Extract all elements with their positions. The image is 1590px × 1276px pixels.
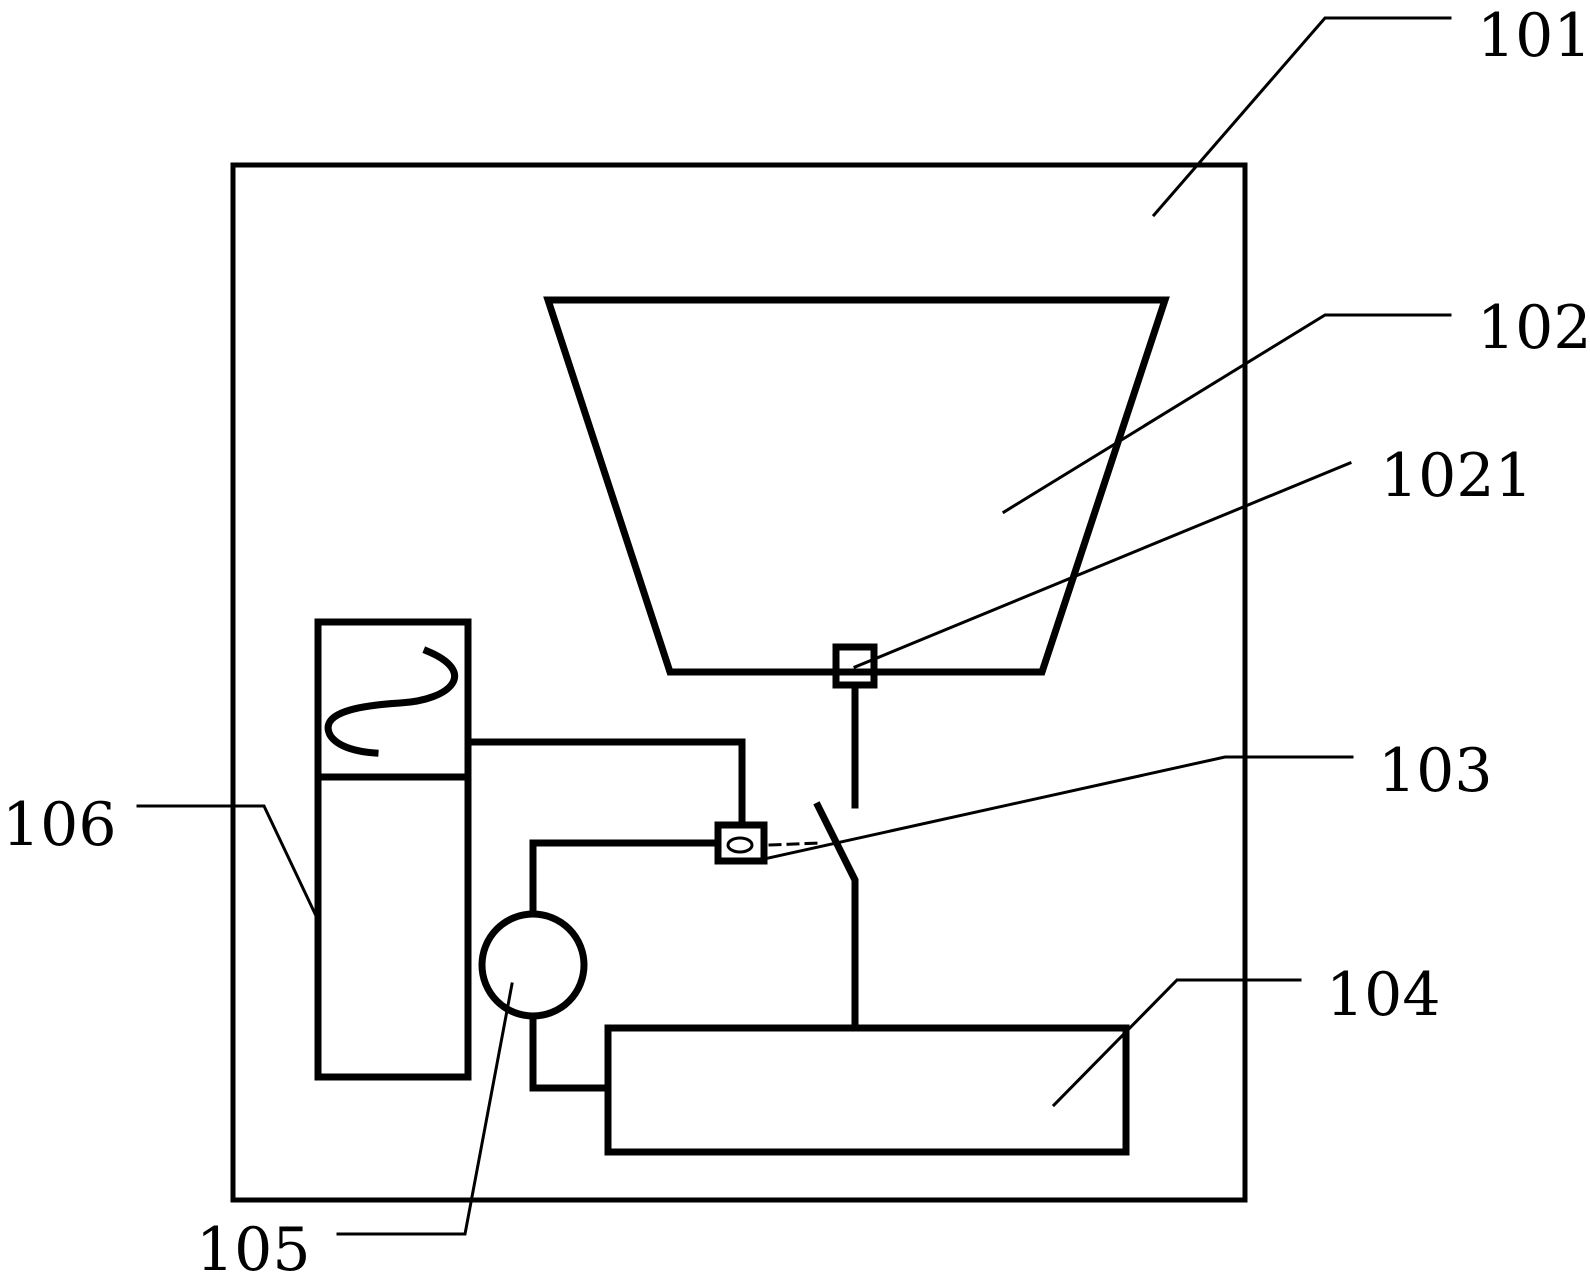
label-106: 106 (2, 790, 117, 860)
label-105: 105 (196, 1215, 311, 1276)
label-101: 101 (1477, 1, 1590, 71)
pipe-pump-to-valve (529, 839, 722, 918)
label-103: 103 (1378, 736, 1493, 806)
valve-103 (714, 821, 768, 865)
tank-106 (314, 618, 472, 1081)
leader-104 (1051, 978, 1302, 1108)
leader-1021 (853, 461, 1352, 669)
pump-105 (478, 910, 588, 1020)
box-104 (604, 1024, 1130, 1156)
leader-105 (336, 982, 514, 1236)
leader-103 (762, 755, 1354, 861)
leader-102 (1001, 313, 1452, 515)
leader-101 (1151, 16, 1452, 218)
label-104: 104 (1326, 960, 1441, 1030)
label-102: 102 (1477, 293, 1590, 363)
pipe-tank-to-valve (464, 738, 746, 829)
switch-103 (813, 801, 859, 1029)
leader-106 (136, 804, 320, 922)
valve-core (726, 836, 754, 854)
housing-101 (230, 162, 1248, 1203)
pipe-pump-to-box (529, 1012, 612, 1092)
tub-102 (543, 296, 1170, 676)
label-1021: 1021 (1380, 441, 1533, 511)
heater-coil (324, 646, 459, 757)
valve-dash (768, 841, 822, 847)
